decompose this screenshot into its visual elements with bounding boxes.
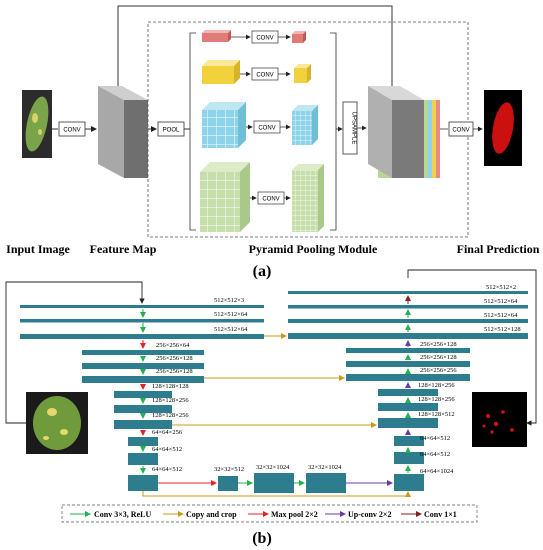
concat-feature-stack [368,86,440,178]
pool-branch-2 [202,60,311,84]
pool-branch-3 [202,102,318,148]
dim-label: 512×512×128 [484,326,521,333]
dim-label: 256×256×128 [420,341,457,348]
upsample-label: UPSAMPLE [351,112,357,145]
branch-bracket-left [189,32,196,231]
layer-bar [128,453,158,465]
input-image-thumbnail [22,90,52,158]
dim-label: 256×256×128 [420,354,457,361]
dim-label: 128×128×256 [418,396,455,403]
layer-bar [346,348,470,353]
dim-label: 64×64×512 [420,435,450,442]
copy-crop-arrow [142,491,411,497]
dim-label: 512×512×64 [484,312,518,319]
layer-bar [218,476,238,491]
layer-bar [394,474,424,491]
feature-map-block [98,86,148,178]
dim-label: 256×256×128 [156,368,193,375]
layer-bar [378,389,438,396]
layer-bar [20,305,264,308]
conv-label: CONV [256,36,273,42]
layer-bar [288,333,528,339]
pyramid-pooling-label: Pyramid Pooling Module [249,242,378,256]
dim-label: 512×512×3 [214,297,244,304]
legend-conv-1x1: Conv 1×1 [424,510,457,519]
dim-label: 64×64×512 [152,466,182,473]
layer-bar [346,374,470,381]
layer-bar [378,418,438,428]
caption-a: (a) [253,263,272,280]
dim-label: 64×64×1024 [420,468,454,475]
final-prediction-label: Final Prediction [457,242,540,256]
dim-label: 128×128×512 [418,411,455,418]
dim-label: 512×512×64 [484,298,518,305]
conv-label: CONV [258,126,275,132]
dim-label: 32×32×1024 [256,464,290,471]
unet-output-thumbnail [472,392,527,447]
legend-conv-relu: Conv 3×3, ReLU [94,510,151,519]
pool-branch-4 [200,162,324,232]
unet-input-thumbnail [26,392,88,454]
feature-map-label: Feature Map [90,242,157,256]
dim-label: 64×64×256 [152,429,183,436]
dim-label: 512×512×2 [486,284,516,291]
conv-label: CONV [63,128,80,134]
final-prediction-thumbnail [484,90,522,166]
dim-label: 256×256×256 [420,367,457,374]
dim-label: 256×256×128 [156,355,193,362]
part-a: CONV POOL CONV [6,5,540,280]
caption-b: (b) [252,530,272,547]
skip-connection-arrow [117,5,395,93]
layer-bar [288,291,528,294]
dim-label: 128×128×256 [152,412,189,419]
dim-label: 256×256×64 [156,342,190,349]
layer-bar [346,361,470,367]
layer-bar [288,305,528,309]
conv-label: CONV [452,128,469,134]
legend-copy-crop: Copy and crop [186,510,237,519]
dim-label: 128×128×128 [152,383,189,390]
dim-label: 64×64×512 [420,451,450,458]
layer-bar [306,473,346,493]
layer-bar [114,391,172,398]
layer-bar [254,473,294,493]
layer-bar [378,403,438,411]
dim-label: 128×128×256 [418,382,455,389]
layer-bar [394,452,424,464]
layer-bar [114,405,172,413]
layer-bar [20,319,264,323]
conv-label: CONV [262,197,279,203]
layer-bar [82,350,204,355]
legend: Conv 3×3, ReLU Copy and crop Max pool 2×… [61,504,478,523]
layer-bar [128,475,158,491]
output-connector [407,269,537,426]
input-connector [5,281,145,424]
layer-bar [394,436,424,446]
layer-bar [82,363,204,369]
part-b: 512×512×3 512×512×64 512×512×64 256×256×… [5,269,537,547]
pool-branch-1 [202,30,306,44]
layer-bar [82,376,204,383]
layer-bar [20,334,264,339]
branch-bracket-right [330,32,337,231]
dim-label: 64×64×512 [152,446,182,453]
legend-up-conv: Up-conv 2×2 [348,510,391,519]
layer-bar [128,437,158,446]
dim-label: 32×32×1024 [308,464,342,471]
legend-max-pool: Max pool 2×2 [271,510,318,519]
dim-label: 512×512×64 [214,326,248,333]
dim-label: 128×128×256 [152,397,189,404]
dim-label: 512×512×64 [214,311,248,318]
layer-bar [288,319,528,323]
conv-label: CONV [256,73,273,79]
layer-bar [114,420,172,429]
dim-label: 32×32×512 [214,466,244,473]
pool-label: POOL [163,128,180,134]
input-image-label: Input Image [6,242,70,256]
